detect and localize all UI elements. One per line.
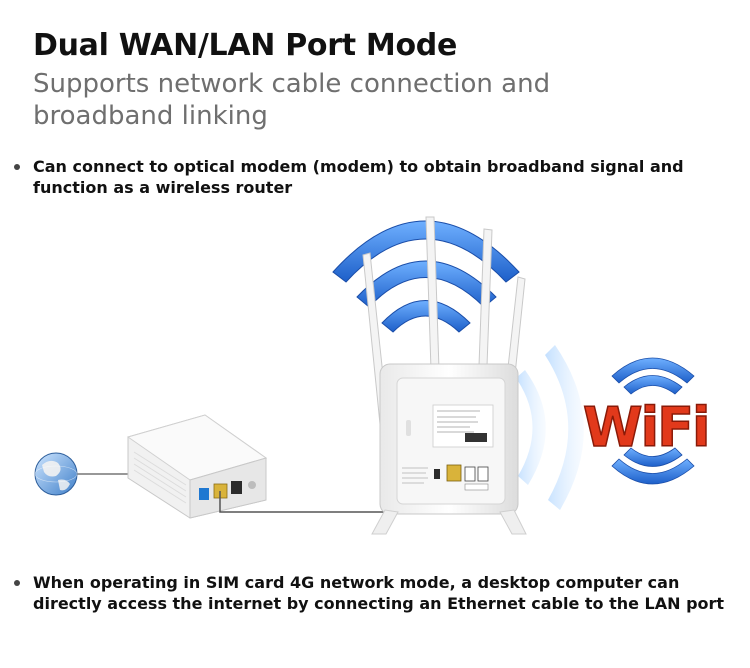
bullet-dot-icon bbox=[14, 164, 20, 170]
wifi-logo-text: WiFi bbox=[583, 396, 708, 459]
feature-text: Can connect to optical modem (modem) to … bbox=[33, 157, 684, 197]
feature-item-sim-lan: When operating in SIM card 4G network mo… bbox=[14, 572, 734, 614]
page-title: Dual WAN/LAN Port Mode bbox=[33, 28, 458, 63]
globe-icon bbox=[34, 452, 78, 496]
wifi-logo: WiFi bbox=[582, 357, 711, 485]
wifi-signal-icon bbox=[332, 220, 520, 333]
router-device bbox=[362, 216, 527, 535]
bullet-dot-icon bbox=[14, 580, 20, 586]
optical-modem bbox=[126, 414, 268, 519]
feature-text: When operating in SIM card 4G network mo… bbox=[33, 573, 725, 613]
page-subtitle: Supports network cable connection and br… bbox=[33, 69, 551, 131]
feature-item-modem: Can connect to optical modem (modem) to … bbox=[14, 156, 734, 198]
signal-waves bbox=[516, 345, 584, 510]
